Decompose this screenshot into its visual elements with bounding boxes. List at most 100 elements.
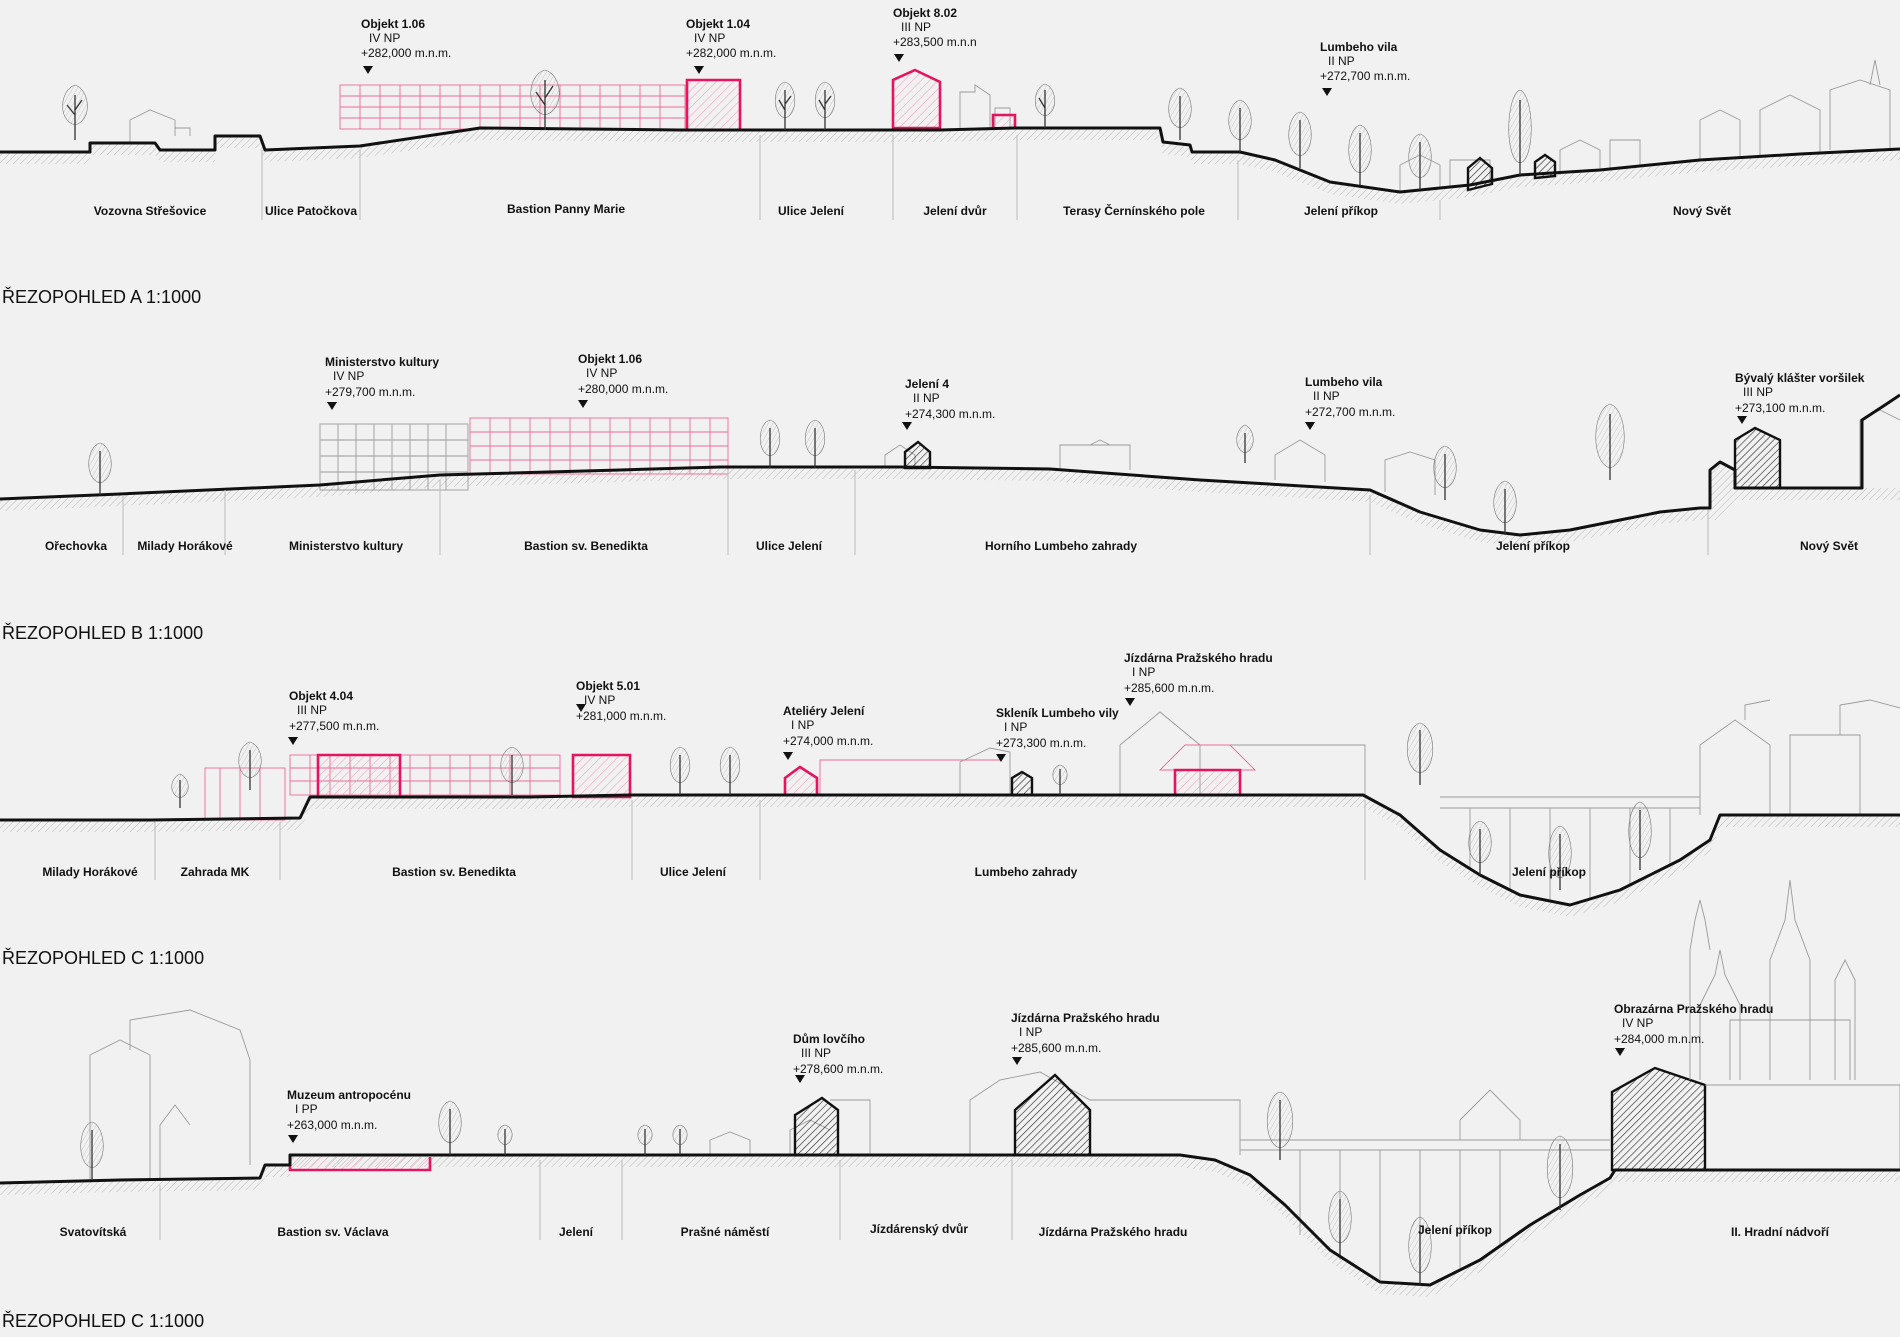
svg-text:Bastion Panny Marie: Bastion Panny Marie — [507, 202, 625, 216]
svg-text:Jízdárna Pražského hradu: Jízdárna Pražského hradu — [1124, 651, 1273, 665]
svg-text:Terasy Černínského pole: Terasy Černínského pole — [1063, 203, 1205, 218]
annotation-objekt-1-04-a: Objekt 1.04 IV NP +282,000 m.n.m. — [686, 17, 776, 60]
svg-text:Skleník Lumbeho vily: Skleník Lumbeho vily — [996, 706, 1119, 720]
svg-text:Ulice Jelení: Ulice Jelení — [756, 539, 823, 553]
labels-b: Ořechovka Milady Horákové Ministerstvo k… — [45, 539, 1858, 553]
svg-text:+263,000 m.n.m.: +263,000 m.n.m. — [287, 1118, 377, 1132]
svg-text:Nový Svět: Nový Svět — [1800, 539, 1858, 553]
svg-text:+279,700 m.n.m.: +279,700 m.n.m. — [325, 385, 415, 399]
labels-a: Vozovna Střešovice Ulice Patočkova Basti… — [94, 202, 1731, 218]
trees-c1 — [171, 722, 1652, 890]
svg-text:Objekt 1.06: Objekt 1.06 — [578, 352, 642, 366]
svg-text:Obrazárna Pražského hradu: Obrazárna Pražského hradu — [1614, 1002, 1773, 1016]
labels-c2: Svatovítská Bastion sv. Václava Jelení P… — [60, 1222, 1830, 1239]
svg-text:IV NP: IV NP — [694, 31, 725, 45]
svg-text:Milady Horákové: Milady Horákové — [42, 865, 138, 879]
svg-text:Svatovítská: Svatovítská — [60, 1225, 127, 1239]
annotation-lumbeho-vila-b: Lumbeho vila II NP +272,700 m.n.m. — [1305, 375, 1395, 419]
svg-text:Dům lovčího: Dům lovčího — [793, 1032, 865, 1046]
trees-a — [62, 69, 1532, 190]
svg-text:+278,600 m.n.m.: +278,600 m.n.m. — [793, 1062, 883, 1076]
section-b: Ministerstvo kultury IV NP +279,700 m.n.… — [0, 352, 1900, 643]
svg-text:Zahrada MK: Zahrada MK — [181, 865, 250, 879]
svg-text:Jelení: Jelení — [559, 1225, 594, 1239]
svg-text:IV NP: IV NP — [586, 366, 617, 380]
svg-text:+284,000 m.n.m.: +284,000 m.n.m. — [1614, 1032, 1704, 1046]
annotation-objekt-8-02-a: Objekt 8.02 III NP +283,500 m.n.n — [893, 6, 977, 49]
svg-text:Jelení příkop: Jelení příkop — [1304, 204, 1378, 218]
svg-text:III NP: III NP — [801, 1046, 831, 1060]
svg-text:+280,000 m.n.m.: +280,000 m.n.m. — [578, 382, 668, 396]
annotation-sklenik-lumbeho-vily-c: Skleník Lumbeho vily I NP +273,300 m.n.m… — [996, 706, 1119, 750]
svg-text:+274,000 m.n.m.: +274,000 m.n.m. — [783, 734, 873, 748]
svg-text:Ministerstvo kultury: Ministerstvo kultury — [289, 539, 403, 553]
svg-text:IV NP: IV NP — [333, 369, 364, 383]
svg-text:Objekt 1.06: Objekt 1.06 — [361, 17, 425, 31]
svg-text:Jízdárna Pražského hradu: Jízdárna Pražského hradu — [1011, 1011, 1160, 1025]
annotation-jizdarna-prazskeho-hradu-c2: Jízdárna Pražského hradu I NP +285,600 m… — [1011, 1011, 1160, 1055]
annotation-ateliery-jeleni-c: Ateliéry Jelení I NP +274,000 m.n.m. — [783, 704, 873, 748]
svg-text:I NP: I NP — [1004, 720, 1027, 734]
svg-text:Bastion sv. Václava: Bastion sv. Václava — [277, 1225, 388, 1239]
annotation-obrazarna-prazskeho-hradu-c2: Obrazárna Pražského hradu IV NP +284,000… — [1614, 1002, 1773, 1046]
svg-text:Muzeum antropocénu: Muzeum antropocénu — [287, 1088, 411, 1102]
section-c1-title: ŘEZOPOHLED C 1:1000 — [2, 948, 204, 968]
svg-text:+272,700 m.n.m.: +272,700 m.n.m. — [1320, 69, 1410, 83]
svg-text:IV NP: IV NP — [369, 31, 400, 45]
section-c1: Objekt 4.04 III NP +277,500 m.n.m. Objek… — [0, 651, 1900, 968]
section-b-title: ŘEZOPOHLED B 1:1000 — [2, 623, 203, 643]
svg-text:Prašné náměstí: Prašné náměstí — [681, 1225, 770, 1239]
svg-text:III NP: III NP — [1743, 385, 1773, 399]
svg-text:+273,100 m.n.m.: +273,100 m.n.m. — [1735, 401, 1825, 415]
svg-text:+285,600 m.n.m.: +285,600 m.n.m. — [1124, 681, 1214, 695]
svg-text:III NP: III NP — [297, 703, 327, 717]
svg-text:Ořechovka: Ořechovka — [45, 539, 107, 553]
svg-text:Objekt 5.01: Objekt 5.01 — [576, 679, 640, 693]
svg-text:Objekt 4.04: Objekt 4.04 — [289, 689, 353, 703]
svg-text:+283,500 m.n.n: +283,500 m.n.n — [893, 35, 977, 49]
svg-text:+274,300 m.n.m.: +274,300 m.n.m. — [905, 407, 995, 421]
svg-text:Ministerstvo kultury: Ministerstvo kultury — [325, 355, 439, 369]
svg-text:+277,500 m.n.m.: +277,500 m.n.m. — [289, 719, 379, 733]
svg-text:I NP: I NP — [791, 718, 814, 732]
annotation-objekt-4-04-c: Objekt 4.04 III NP +277,500 m.n.m. — [289, 689, 379, 733]
svg-text:Ulice Patočkova: Ulice Patočkova — [265, 204, 357, 218]
svg-text:+285,600 m.n.m.: +285,600 m.n.m. — [1011, 1041, 1101, 1055]
svg-text:II NP: II NP — [1313, 389, 1340, 403]
svg-text:+282,000 m.n.m.: +282,000 m.n.m. — [686, 46, 776, 60]
svg-text:II NP: II NP — [913, 391, 940, 405]
svg-text:Jelení 4: Jelení 4 — [905, 377, 949, 391]
svg-text:Milady Horákové: Milady Horákové — [137, 539, 233, 553]
annotation-lumbeho-vila-a: Lumbeho vila II NP +272,700 m.n.m. — [1320, 40, 1410, 83]
svg-text:IV NP: IV NP — [1622, 1016, 1653, 1030]
annotation-objekt-5-01-c: Objekt 5.01 IV NP +281,000 m.n.m. — [576, 679, 666, 723]
labels-c1: Milady Horákové Zahrada MK Bastion sv. B… — [42, 865, 1586, 879]
svg-text:Horního Lumbeho zahrady: Horního Lumbeho zahrady — [985, 539, 1137, 553]
svg-text:III NP: III NP — [901, 20, 931, 34]
svg-text:Ulice Jelení: Ulice Jelení — [660, 865, 727, 879]
svg-text:Objekt 8.02: Objekt 8.02 — [893, 6, 957, 20]
svg-text:Lumbeho zahrady: Lumbeho zahrady — [975, 865, 1078, 879]
svg-text:Lumbeho vila: Lumbeho vila — [1320, 40, 1398, 54]
svg-text:Lumbeho vila: Lumbeho vila — [1305, 375, 1383, 389]
section-c2-title: ŘEZOPOHLED C 1:1000 — [2, 1311, 204, 1331]
annotation-jeleni-4-b: Jelení 4 II NP +274,300 m.n.m. — [905, 377, 995, 421]
annotation-jizdarna-prazskeho-hradu-c: Jízdárna Pražského hradu I NP +285,600 m… — [1124, 651, 1273, 695]
annotation-objekt-1-06-b: Objekt 1.06 IV NP +280,000 m.n.m. — [578, 352, 668, 396]
svg-text:Bývalý klášter voršilek: Bývalý klášter voršilek — [1735, 371, 1865, 385]
svg-text:+281,000 m.n.m.: +281,000 m.n.m. — [576, 709, 666, 723]
annotation-ministerstvo-kultury-b: Ministerstvo kultury IV NP +279,700 m.n.… — [325, 355, 439, 399]
svg-text:IV NP: IV NP — [584, 693, 615, 707]
svg-text:+282,000 m.n.m.: +282,000 m.n.m. — [361, 46, 451, 60]
svg-text:Jelení příkop: Jelení příkop — [1512, 865, 1586, 879]
svg-text:Bastion sv. Benedikta: Bastion sv. Benedikta — [524, 539, 648, 553]
trees-c2 — [80, 1091, 1574, 1285]
annotation-objekt-1-06-a: Objekt 1.06 IV NP +282,000 m.n.m. — [361, 17, 451, 60]
svg-text:Jelení příkop: Jelení příkop — [1496, 539, 1570, 553]
svg-text:I NP: I NP — [1019, 1025, 1042, 1039]
section-c2: Muzeum antropocénu I PP +263,000 m.n.m. … — [0, 879, 1900, 1331]
annotation-dum-lovciho-c2: Dům lovčího III NP +278,600 m.n.m. — [793, 1032, 883, 1076]
svg-text:Jelení příkop: Jelení příkop — [1418, 1223, 1492, 1237]
svg-text:II NP: II NP — [1328, 54, 1355, 68]
